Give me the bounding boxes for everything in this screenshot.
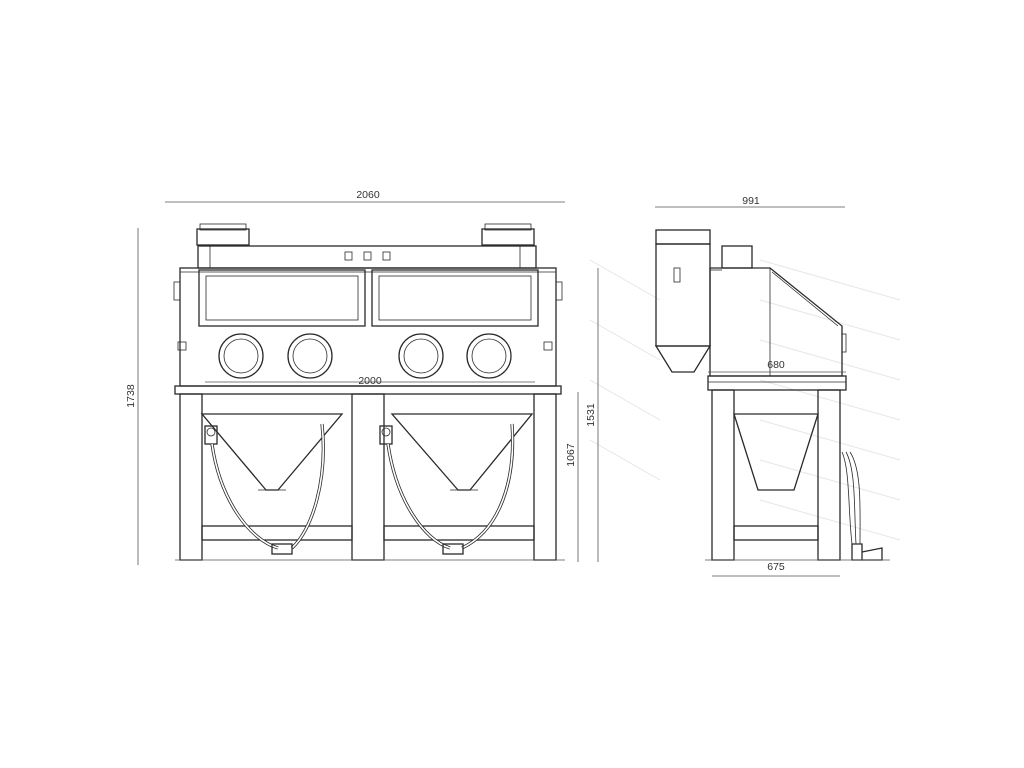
dimension-991: 991 (742, 195, 760, 207)
front-dimensions: 2060 2000 1738 1531 1067 (125, 189, 599, 565)
front-view (173, 223, 565, 561)
glove-ports (218, 333, 512, 379)
front-leg-left (179, 393, 203, 561)
front-right-window (371, 269, 539, 327)
dimension-1067: 1067 (565, 443, 577, 467)
front-top-right-box (481, 228, 535, 246)
side-dimensions: 991 680 675 (655, 195, 846, 577)
dimension-680: 680 (767, 359, 785, 371)
side-leg-back (817, 389, 841, 561)
background-watermark (589, 259, 901, 541)
dimension-2000: 2000 (358, 375, 382, 387)
dimension-1531: 1531 (585, 403, 597, 427)
dimension-675: 675 (767, 561, 785, 573)
front-left-window (198, 269, 366, 327)
dimension-1738: 1738 (125, 384, 137, 408)
side-hopper (733, 413, 819, 491)
front-cabinet (179, 267, 557, 387)
side-dust-collector (655, 243, 711, 347)
front-leg-right (533, 393, 557, 561)
front-top-left-box (196, 228, 250, 246)
side-view (654, 229, 890, 561)
side-leg-front (711, 389, 735, 561)
dimension-2060: 2060 (356, 189, 380, 201)
side-dust-collector-top (655, 229, 711, 245)
front-leg-middle (351, 393, 385, 561)
